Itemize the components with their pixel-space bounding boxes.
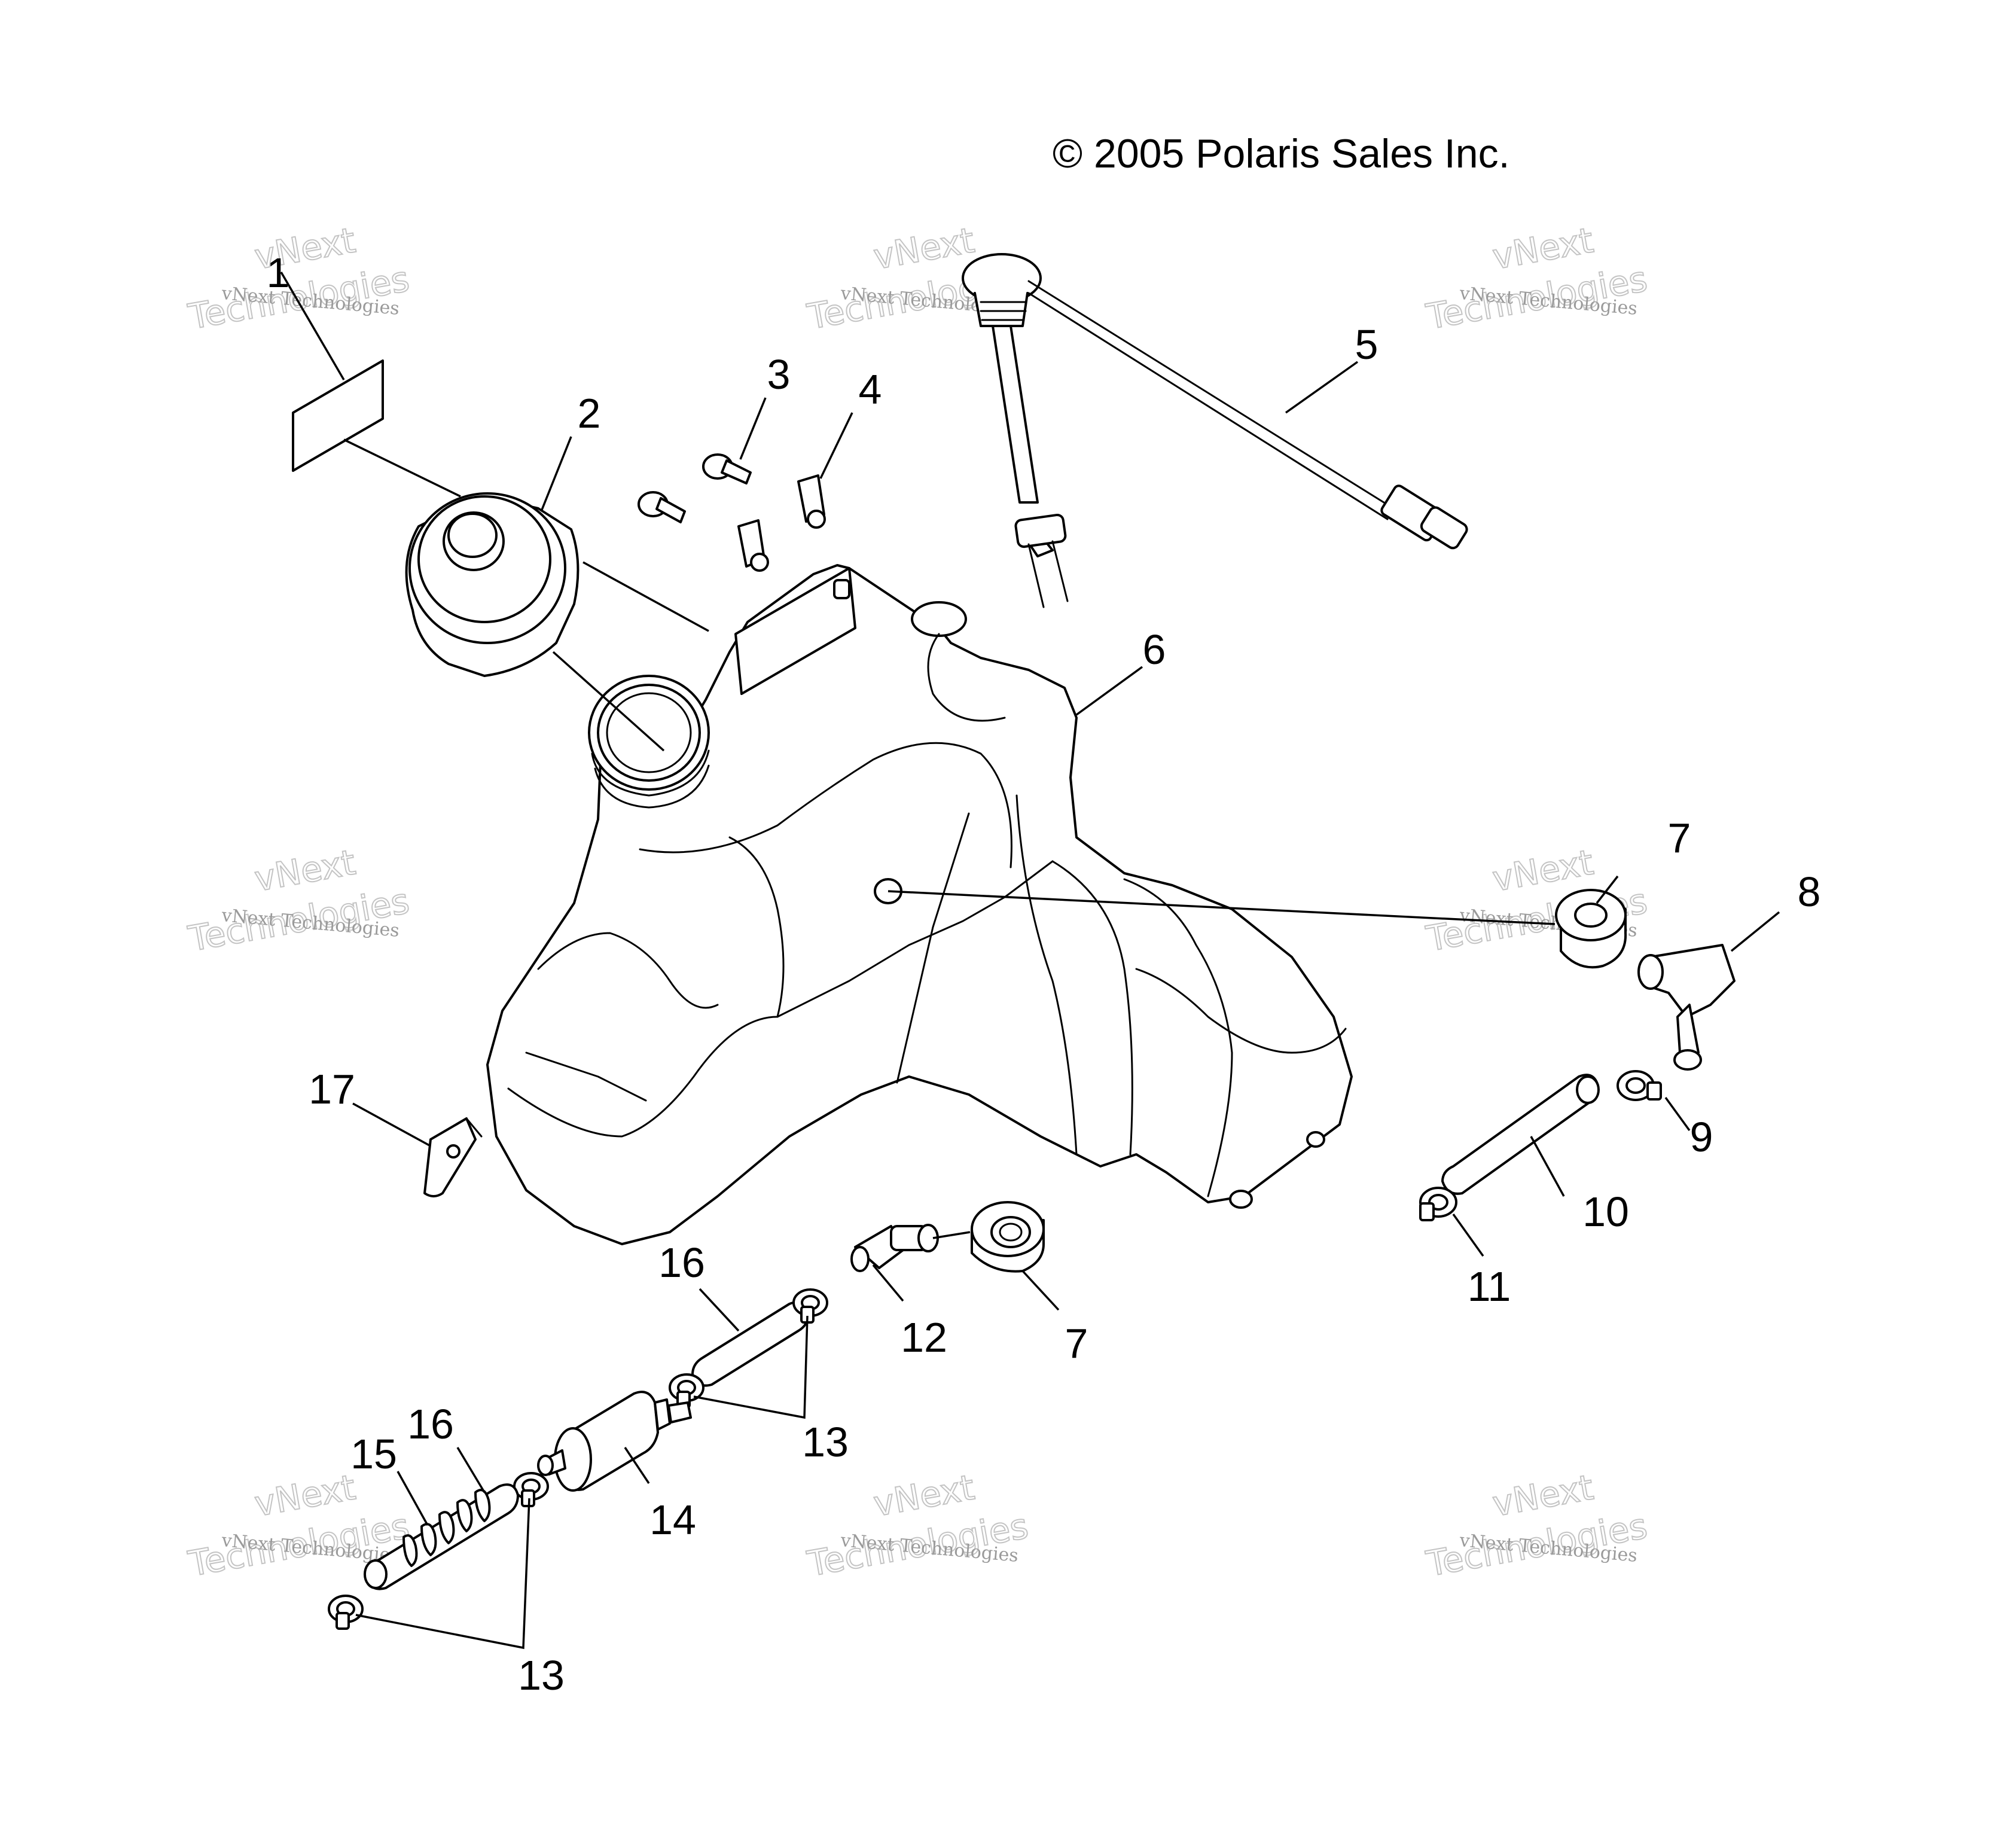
watermark-big-line-1: vNext xyxy=(871,1467,978,1524)
callout-numbers: 1 2 3 4 5 6 7 8 9 10 11 12 13 14 15 16 1… xyxy=(267,249,1821,1699)
leader-lines xyxy=(280,272,1780,1650)
callout-16-lower: 16 xyxy=(407,1401,454,1447)
decal-part xyxy=(292,359,384,472)
callout-4: 4 xyxy=(859,366,882,413)
fuel-cap-part xyxy=(405,492,580,677)
callout-9: 9 xyxy=(1690,1114,1713,1160)
grommet-upper-part xyxy=(1555,889,1627,969)
hose-clamp-group-upper xyxy=(669,1288,828,1409)
elbow-fitting-part xyxy=(1637,944,1736,1071)
hose-clamp-lower-part xyxy=(1419,1187,1457,1221)
callout-8: 8 xyxy=(1798,868,1821,915)
fuel-filter-part xyxy=(537,1391,692,1492)
callout-6: 6 xyxy=(1143,626,1166,673)
speed-nut-part xyxy=(737,474,826,572)
fuel-tank-part xyxy=(486,564,1353,1245)
watermark-big-line-1: vNext xyxy=(871,220,978,277)
watermark-big-line-1: vNext xyxy=(1490,220,1597,277)
callout-14: 14 xyxy=(649,1496,696,1543)
callout-7-lower: 7 xyxy=(1065,1320,1088,1367)
watermark-big-line-1: vNext xyxy=(252,842,359,899)
callout-11: 11 xyxy=(1468,1263,1511,1310)
callout-5: 5 xyxy=(1355,321,1378,368)
watermark-big-line-1: vNext xyxy=(252,1467,359,1524)
bolt-part xyxy=(638,453,752,523)
fuel-hose-upper-part xyxy=(691,1301,810,1387)
callout-13-upper: 13 xyxy=(802,1419,849,1465)
callout-15: 15 xyxy=(350,1431,397,1477)
callout-16-upper: 16 xyxy=(658,1239,705,1286)
hose-clamp-right-part xyxy=(1617,1070,1662,1101)
fuel-hose-right-part xyxy=(1441,1074,1600,1195)
callout-3: 3 xyxy=(767,351,791,398)
barb-fitting-part xyxy=(850,1224,939,1272)
retainer-clip-part xyxy=(423,1117,483,1197)
spring-guard-part xyxy=(402,1489,491,1567)
callout-1: 1 xyxy=(267,249,290,296)
callout-10: 10 xyxy=(1582,1188,1629,1235)
callout-13-lower: 13 xyxy=(518,1652,565,1699)
callout-7-upper: 7 xyxy=(1668,815,1691,861)
callout-2: 2 xyxy=(578,390,601,437)
grommet-lower-part xyxy=(971,1201,1045,1273)
hose-clamp-group-lower xyxy=(328,1472,549,1630)
copyright-text: © 2005 Polaris Sales Inc. xyxy=(1053,131,1510,176)
watermark-big-line-1: vNext xyxy=(1490,1467,1597,1524)
callout-17: 17 xyxy=(309,1066,355,1112)
callout-12: 12 xyxy=(901,1314,947,1361)
fuel-sender-part xyxy=(962,253,1468,608)
